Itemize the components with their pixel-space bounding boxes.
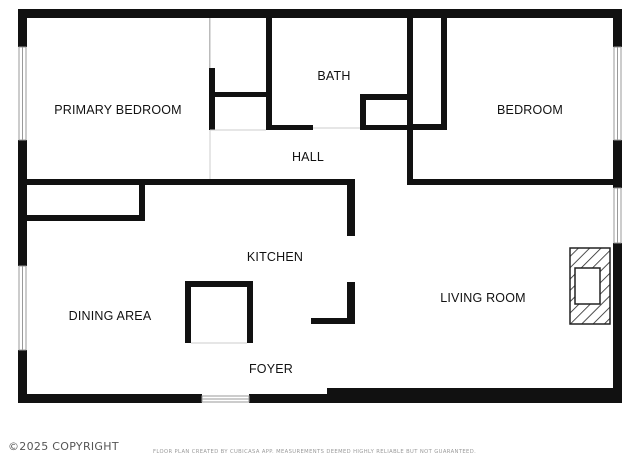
south-wall-left bbox=[18, 394, 202, 403]
windows bbox=[18, 46, 622, 403]
kitchen-island-west bbox=[185, 281, 191, 343]
bath-closet-bottom bbox=[366, 125, 408, 130]
bath-south-wall bbox=[266, 125, 313, 130]
east-wall-upper bbox=[613, 9, 622, 47]
closet-dining-top bbox=[27, 215, 145, 221]
west-wall-lower bbox=[18, 350, 27, 403]
primary-bedroom-south-wall bbox=[27, 179, 210, 185]
fireplace bbox=[569, 247, 611, 325]
kitchen-east-wall bbox=[347, 179, 355, 236]
kitchen-island-east bbox=[247, 281, 253, 343]
bath-west-wall bbox=[266, 18, 272, 130]
label-hall: HALL bbox=[292, 150, 324, 164]
label-dining-area: DINING AREA bbox=[69, 309, 152, 323]
room-labels: PRIMARY BEDROOM BATH BEDROOM HALL KITCHE… bbox=[54, 69, 563, 376]
bedroom-closet-wall bbox=[413, 124, 447, 130]
disclaimer-text: FLOOR PLAN CREATED BY CUBICASA APP. MEAS… bbox=[153, 449, 477, 455]
kitchen-island-top bbox=[185, 281, 253, 287]
kitchen-counter-v bbox=[347, 282, 355, 324]
closet-wall-top bbox=[209, 68, 215, 130]
bedroom-south-wall bbox=[407, 179, 622, 185]
label-primary-bedroom: PRIMARY BEDROOM bbox=[54, 103, 182, 117]
east-wall-middle bbox=[613, 140, 622, 188]
primary-bedroom-closet-wall-v bbox=[209, 18, 211, 68]
bedroom-west-lower bbox=[407, 130, 413, 185]
label-living-room: LIVING ROOM bbox=[440, 291, 526, 305]
west-wall-middle bbox=[18, 140, 27, 266]
label-bath: BATH bbox=[317, 69, 350, 83]
bedroom-closet-divider bbox=[441, 18, 447, 130]
bath-closet-top bbox=[360, 94, 408, 100]
closet-shelf bbox=[215, 92, 270, 97]
west-wall-upper bbox=[18, 9, 27, 47]
bath-east-wall bbox=[407, 18, 413, 130]
fireplace-firebox bbox=[574, 267, 601, 305]
north-wall bbox=[18, 9, 622, 18]
east-wall-lower bbox=[613, 243, 622, 403]
south-wall-thick bbox=[327, 388, 622, 403]
closet-dining-east bbox=[139, 179, 145, 221]
hall-kitchen-wall bbox=[210, 179, 355, 185]
label-bedroom: BEDROOM bbox=[497, 103, 563, 117]
bath-closet-east bbox=[360, 94, 366, 130]
openings bbox=[191, 127, 360, 344]
interior-walls bbox=[27, 18, 622, 343]
copyright-notice: ©2025 COPYRIGHT bbox=[8, 440, 119, 453]
exterior-walls bbox=[18, 9, 622, 403]
label-kitchen: KITCHEN bbox=[247, 250, 303, 264]
kitchen-counter-h bbox=[311, 318, 355, 324]
label-foyer: FOYER bbox=[249, 362, 293, 376]
south-wall-right bbox=[249, 394, 327, 403]
